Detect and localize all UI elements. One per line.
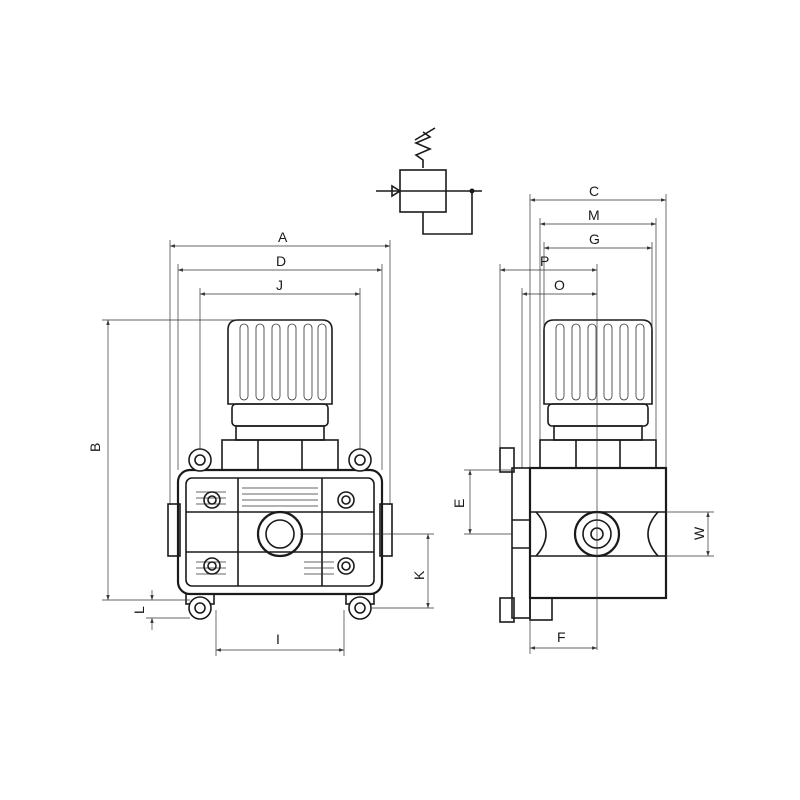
dim-label-e: E [451, 499, 467, 508]
screw-icon [203, 491, 355, 575]
dim-label-i: I [276, 631, 280, 647]
dim-label-j: J [276, 277, 283, 293]
front-view [167, 319, 393, 620]
dim-label-b: B [87, 443, 103, 452]
dim-label-k: K [411, 570, 427, 580]
dim-label-c: C [589, 183, 599, 199]
dimension-lines [102, 194, 714, 656]
side-view [499, 319, 668, 623]
dim-label-f: F [557, 629, 566, 645]
dim-label-g: G [589, 231, 600, 247]
dim-label-w: W [691, 526, 707, 540]
dim-label-a: A [278, 229, 288, 245]
dim-label-d: D [276, 253, 286, 269]
dim-label-l: L [131, 606, 147, 614]
dim-label-o: O [554, 277, 565, 293]
pneumatic-regulator-symbol [376, 127, 482, 235]
dim-label-m: M [588, 207, 600, 223]
dim-label-p: P [540, 253, 549, 269]
